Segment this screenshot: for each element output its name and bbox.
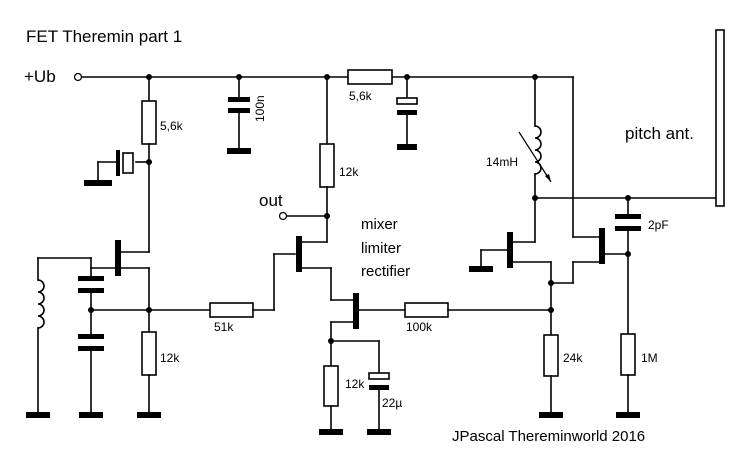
jfet-reference-left [469, 232, 552, 272]
credit-text: JPascal Thereminworld 2016 [452, 428, 645, 445]
resistor-ref-gate [616, 333, 640, 418]
r-ref-gate-label: 1M [641, 351, 658, 365]
output-terminal[interactable] [278, 211, 328, 221]
jfet-oscillator [90, 240, 150, 311]
r-mix-source-label: 12k [345, 377, 365, 391]
inductor-label: 14mH [486, 155, 518, 169]
capacitor-supply-filter [396, 76, 418, 150]
diagram-title: FET Theremin part 1 [26, 27, 182, 46]
inductor-variable [518, 76, 552, 243]
osc-tank-circuit [26, 257, 211, 418]
resistor-osc-drain [141, 76, 157, 253]
resistor-osc-source [137, 309, 161, 418]
r-osc-source-label: 12k [160, 351, 180, 365]
capacitor-decouple [227, 76, 251, 154]
resistor-r-supply [347, 69, 393, 85]
capacitor-antenna [615, 197, 641, 335]
jfet-reference-right [548, 228, 631, 336]
resistor-mixer-drain [319, 76, 335, 243]
r-supply-label: 5,6k [349, 89, 373, 103]
pitch-antenna [715, 29, 725, 207]
crystal-resonator [84, 150, 150, 186]
resistor-gate-mix [209, 253, 296, 318]
jfet-mixer [296, 236, 332, 301]
r-mixer-drain-label: 12k [339, 165, 359, 179]
antenna-label: pitch ant. [625, 124, 694, 143]
stage-label-rectifier: rectifier [361, 263, 410, 280]
supply-label: +Ub [24, 67, 56, 86]
resistor-gate-ref [404, 302, 552, 318]
resistor-mix-source [319, 365, 343, 435]
r-osc-drain-label: 5,6k [160, 119, 184, 133]
stage-label-mixer: mixer [361, 216, 398, 233]
capacitor-mix-source [367, 340, 391, 435]
jfet-rectifier [328, 293, 406, 367]
r-gate-mix-label: 51k [214, 320, 234, 334]
out-label: out [259, 191, 283, 210]
r-gate-ref-label: 100k [406, 320, 433, 334]
stage-label-limiter: limiter [361, 240, 401, 257]
c-ant-label: 2pF [648, 218, 669, 232]
r-ref-source-label: 24k [563, 351, 583, 365]
c-mix-source-label: 22µ [382, 396, 402, 410]
resistor-ref-source [539, 334, 563, 418]
c-decouple-label: 100n [253, 95, 267, 122]
